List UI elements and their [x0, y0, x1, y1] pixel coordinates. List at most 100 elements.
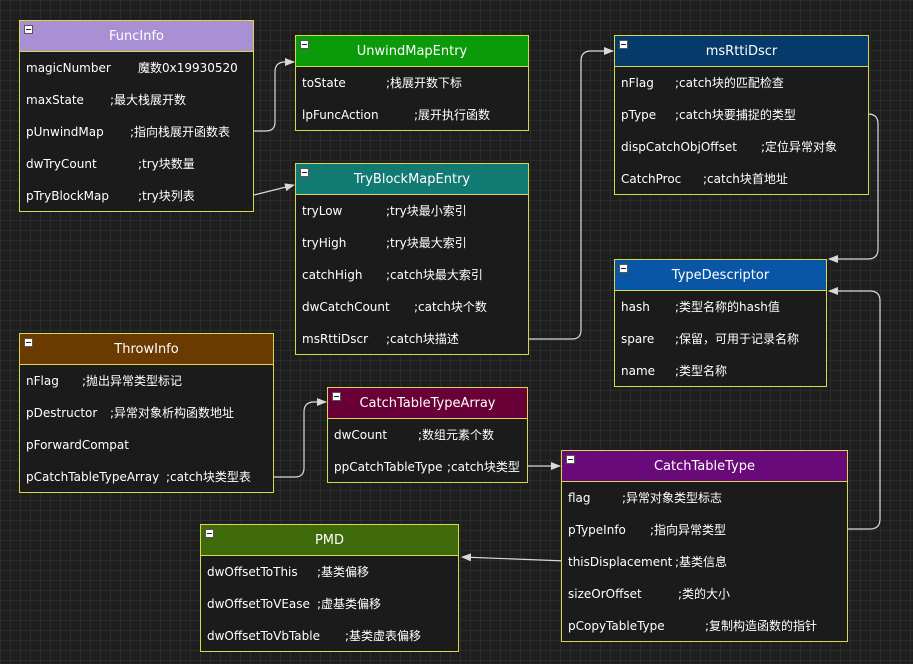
field-description: ;定位异常对象 [761, 140, 838, 154]
funcinfo-row: dwTryCount ;try块数量 [20, 148, 253, 180]
typedesc-header[interactable]: TypeDescriptor [615, 260, 826, 291]
typedesc-row: spare ;保留，可用于记录名称 [615, 323, 826, 355]
field-description: ;catch块描述 [386, 332, 459, 346]
field-name: nFlag [26, 374, 59, 388]
throwinfo-title: ThrowInfo [114, 342, 179, 357]
throwinfo-row: pForwardCompat [20, 429, 273, 461]
field-name: CatchProc [621, 172, 682, 186]
ms-rtti-dscr-table[interactable]: msRttiDscr nFlag ;catch块的匹配检查 pType ;cat… [614, 35, 869, 195]
field-name: tryLow [302, 204, 343, 218]
msrtti-row: CatchProc ;catch块首地址 [615, 163, 868, 195]
field-name: spare [621, 332, 655, 346]
unwind-header[interactable]: UnwindMapEntry [296, 36, 528, 67]
field-description: ;catch块类型 [447, 460, 520, 474]
field-description: ;异常对象类型标志 [622, 491, 723, 505]
field-name: thisDisplacement [568, 555, 673, 569]
field-name: pForwardCompat [26, 438, 129, 452]
collapse-minus-icon[interactable] [300, 40, 309, 49]
field-description: ;基类信息 [675, 555, 728, 569]
pmd-header[interactable]: PMD [201, 525, 458, 556]
catchtype-header[interactable]: CatchTableType [562, 451, 847, 482]
field-name: pUnwindMap [26, 125, 104, 139]
field-description: ;最大栈展开数 [110, 93, 187, 107]
catchtype-row: sizeOrOffset ;类的大小 [562, 578, 847, 610]
unwind-title: UnwindMapEntry [356, 44, 468, 59]
tryblock-title: TryBlockMapEntry [353, 172, 471, 187]
unwind-row: toState ;栈展开数下标 [296, 67, 528, 99]
field-description: ;try块数量 [138, 157, 195, 171]
funcinfo-header[interactable]: FuncInfo [20, 21, 253, 52]
catcharray-header[interactable]: CatchTableTypeArray [328, 388, 527, 419]
field-name: pCatchTableTypeArray [26, 470, 160, 484]
field-name: pType [621, 108, 657, 122]
field-description: ;try块最大索引 [386, 236, 467, 250]
throwinfo-row: nFlag ;抛出异常类型标记 [20, 365, 273, 397]
unwind-row: lpFuncAction ;展开执行函数 [296, 99, 528, 131]
pmd-row: dwOffsetToThis ;基类偏移 [201, 556, 458, 588]
connector-catchtype-to-pmd [461, 553, 567, 562]
pmd-table[interactable]: PMD dwOffsetToThis ;基类偏移 dwOffsetToVEase… [200, 524, 459, 652]
catch-table-type-array-table[interactable]: CatchTableTypeArray dwCount ;数组元素个数 ppCa… [327, 387, 528, 483]
funcinfo-table[interactable]: FuncInfo magicNumber 魔数0x19930520 maxSta… [19, 20, 254, 212]
field-name: maxState [26, 93, 84, 107]
collapse-minus-icon[interactable] [332, 392, 341, 401]
catchtype-row: pCopyTableType ;复制构造函数的指针 [562, 610, 847, 642]
msrtti-title: msRttiDscr [705, 44, 778, 59]
field-description: ;catch块最大索引 [386, 268, 483, 282]
field-description: ;try块最小索引 [386, 204, 467, 218]
catcharray-row: dwCount ;数组元素个数 [328, 419, 527, 451]
field-name: catchHigh [302, 268, 363, 282]
msrtti-row: pType ;catch块要捕捉的类型 [615, 99, 868, 131]
field-name: pDestructor [26, 406, 98, 420]
tryblock-row: catchHigh ;catch块最大索引 [296, 259, 528, 291]
field-name: dwCount [334, 428, 388, 442]
connector-catchtype-to-typedesc [828, 287, 881, 530]
field-name: pCopyTableType [568, 619, 665, 633]
field-name: lpFuncAction [302, 108, 379, 122]
funcinfo-row: pUnwindMap ;指向栈展开函数表 [20, 116, 253, 148]
throw-info-table[interactable]: ThrowInfo nFlag ;抛出异常类型标记 pDestructor ;异… [19, 333, 274, 493]
field-name: dwCatchCount [302, 300, 390, 314]
collapse-minus-icon[interactable] [619, 40, 628, 49]
collapse-minus-icon[interactable] [24, 338, 33, 347]
field-name: msRttiDscr [302, 332, 369, 346]
field-description: ;异常对象析构函数地址 [110, 406, 235, 420]
collapse-minus-icon[interactable] [619, 264, 628, 273]
collapse-minus-icon[interactable] [24, 25, 33, 34]
catch-table-type-table[interactable]: CatchTableType flag ;异常对象类型标志 pTypeInfo … [561, 450, 848, 642]
catcharray-title: CatchTableTypeArray [359, 396, 496, 411]
pmd-row: dwOffsetToVbTable ;基类虚表偏移 [201, 620, 458, 652]
field-name: toState [302, 76, 346, 90]
field-description: ;基类虚表偏移 [345, 629, 422, 643]
field-description: ;指向异常类型 [650, 523, 727, 537]
type-descriptor-table[interactable]: TypeDescriptor hash ;类型名称的hash值 spare ;保… [614, 259, 827, 387]
throwinfo-row: pCatchTableTypeArray ;catch块类型表 [20, 461, 273, 493]
collapse-minus-icon[interactable] [300, 168, 309, 177]
field-name: hash [621, 300, 650, 314]
field-description: ;抛出异常类型标记 [82, 374, 183, 388]
field-description: ;展开执行函数 [414, 108, 491, 122]
collapse-minus-icon[interactable] [205, 529, 214, 538]
field-name: ppCatchTableType [334, 460, 443, 474]
connector-tryblock-to-msrtti [528, 47, 614, 340]
pmd-row: dwOffsetToVEase ;虚基类偏移 [201, 588, 458, 620]
msrtti-row: dispCatchObjOffset ;定位异常对象 [615, 131, 868, 163]
throwinfo-header[interactable]: ThrowInfo [20, 334, 273, 365]
catcharray-row: ppCatchTableType ;catch块类型 [328, 451, 527, 483]
msrtti-header[interactable]: msRttiDscr [615, 36, 868, 67]
connector-funcinfo-to-unwind [254, 58, 295, 132]
tryblock-header[interactable]: TryBlockMapEntry [296, 164, 528, 195]
field-description: ;catch块首地址 [703, 172, 788, 186]
unwind-map-entry-table[interactable]: UnwindMapEntry toState ;栈展开数下标 lpFuncAct… [295, 35, 529, 131]
try-block-map-entry-table[interactable]: TryBlockMapEntry tryLow ;try块最小索引 tryHig… [295, 163, 529, 355]
funcinfo-row: maxState ;最大栈展开数 [20, 84, 253, 116]
field-description: ;catch块要捕捉的类型 [675, 108, 796, 122]
field-name: pTryBlockMap [26, 189, 109, 203]
field-description: ;虚基类偏移 [317, 597, 382, 611]
collapse-minus-icon[interactable] [566, 455, 575, 464]
field-description: ;try块列表 [138, 189, 195, 203]
field-name: dwOffsetToThis [207, 565, 298, 579]
field-name: name [621, 364, 656, 378]
field-name: magicNumber [26, 61, 111, 75]
